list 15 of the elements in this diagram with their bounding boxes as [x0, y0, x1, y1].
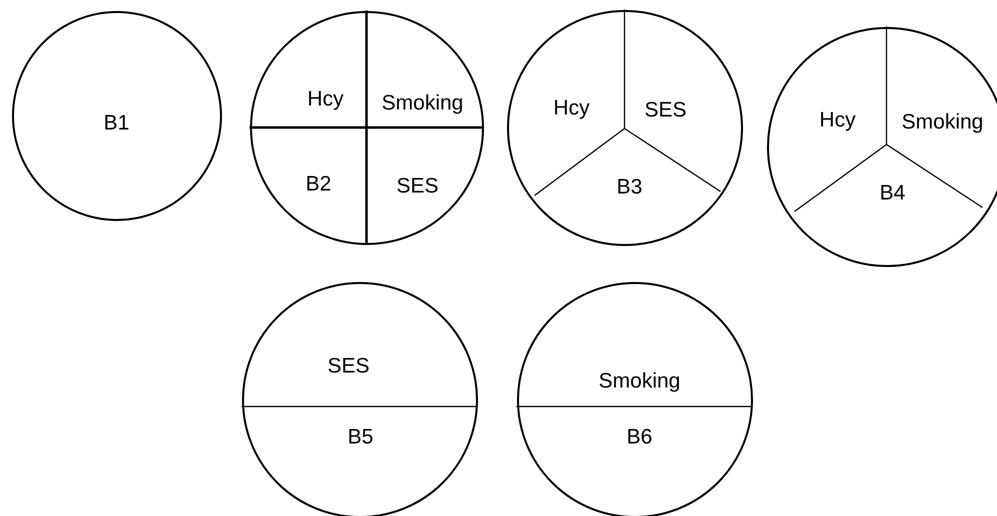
segment-label: B5 — [348, 426, 374, 447]
segment-label: Hcy — [553, 97, 590, 118]
segment-label: B4 — [880, 182, 906, 203]
segment-label: B2 — [306, 173, 332, 194]
segment-label: Hcy — [819, 109, 856, 130]
segment-label: B3 — [616, 176, 642, 197]
segment-label: SES — [327, 355, 370, 376]
segment-label: B1 — [104, 112, 130, 133]
segment-label: Smoking — [598, 370, 680, 391]
segment-label: SES — [644, 99, 687, 120]
segment-label: Hcy — [307, 88, 344, 109]
segment-label: SES — [396, 175, 439, 196]
segment-label: B6 — [626, 426, 652, 447]
segment-label: Smoking — [902, 111, 984, 132]
segment-label: Smoking — [382, 92, 464, 113]
